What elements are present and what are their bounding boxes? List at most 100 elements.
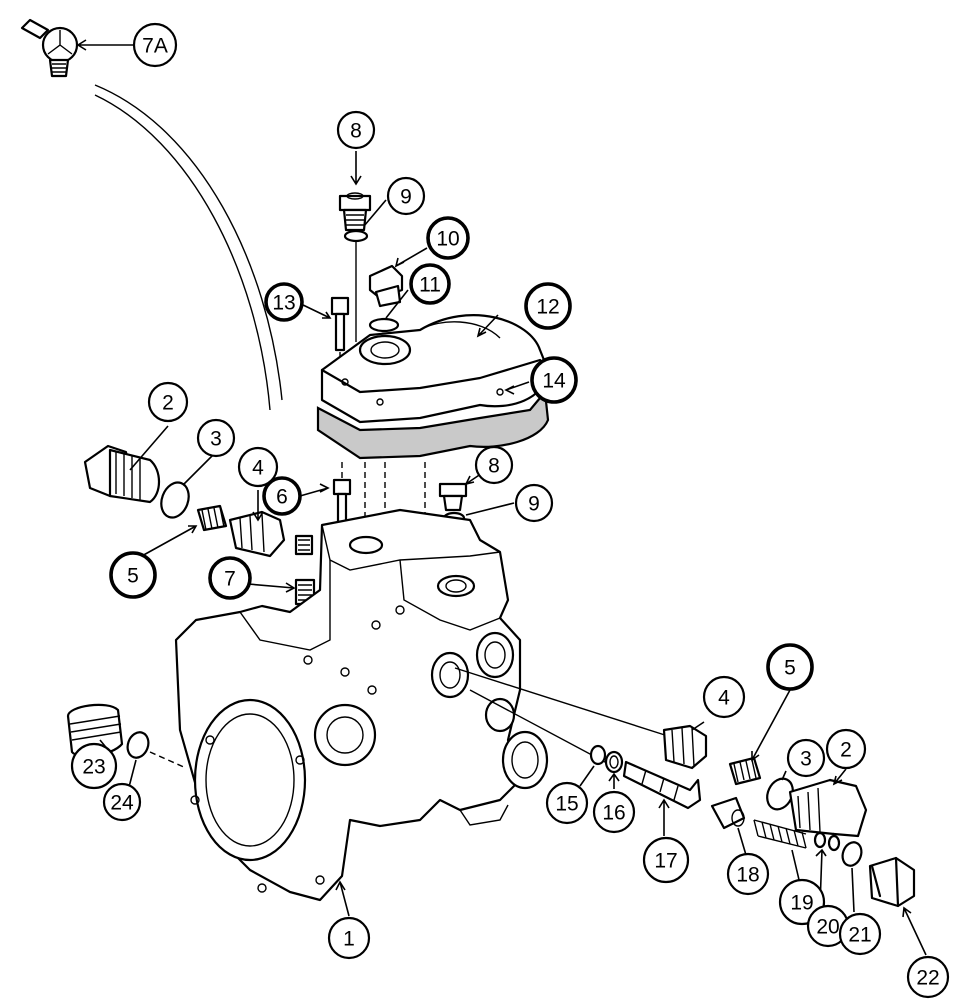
callout-label: 7: [224, 568, 236, 591]
callout-label: 5: [784, 657, 796, 680]
callout: 5: [766, 643, 814, 691]
callout-label: 1: [343, 928, 355, 951]
plug-8-top: [338, 192, 372, 232]
plug-2-left: [83, 444, 161, 504]
fitting-7a: [20, 18, 79, 78]
callout-circle: [237, 446, 279, 488]
leader-lines: [76, 39, 927, 956]
callout: 3: [786, 738, 826, 778]
callout-label: 4: [252, 457, 264, 480]
callout-circle: [196, 418, 236, 458]
callout-label: 18: [736, 864, 759, 887]
callout-label: 7A: [142, 35, 168, 58]
valve-4-right: [662, 724, 708, 770]
callout: 11: [409, 263, 451, 305]
callout-label: 2: [162, 392, 174, 415]
spool-17: [622, 760, 702, 810]
callout: 18: [726, 852, 770, 896]
callout-circle: [264, 282, 304, 322]
callout: 22: [906, 955, 950, 999]
callout: 17: [642, 836, 690, 884]
callout-label: 6: [276, 486, 288, 509]
plug-22: [868, 856, 916, 908]
callout: 2: [825, 728, 867, 770]
callout: 4: [702, 675, 746, 719]
valve-4-left: [228, 510, 286, 558]
callout: 8: [474, 445, 514, 485]
callout: 21: [838, 912, 882, 956]
callout-circle: [208, 556, 252, 600]
callout: 15: [545, 781, 589, 825]
plug-6-small: [294, 534, 314, 556]
callout-label: 20: [816, 916, 839, 939]
callout-label: 8: [350, 120, 362, 143]
callout-circle: [906, 955, 950, 999]
callout: 9: [386, 176, 426, 216]
callout: 1: [327, 916, 371, 960]
callout-circle: [726, 852, 770, 896]
callout-circle: [592, 790, 636, 834]
callout-label: 9: [400, 186, 412, 209]
oring-9-top: [343, 229, 369, 243]
callout-circle: [132, 22, 178, 68]
callout-circle: [766, 643, 814, 691]
callout-label: 9: [528, 493, 540, 516]
callout-circle: [545, 781, 589, 825]
callout: 16: [592, 790, 636, 834]
spring-5-right: [728, 756, 762, 786]
callout-label: 4: [718, 687, 730, 710]
spring-5-left: [196, 504, 228, 532]
housing-1: [174, 508, 549, 902]
callout-circle: [825, 728, 867, 770]
callout-circle: [70, 742, 118, 790]
callout-circle: [147, 381, 189, 423]
callout-label: 23: [82, 756, 105, 779]
callout: 8: [336, 110, 376, 150]
callout-circle: [102, 782, 142, 822]
callout: 13: [264, 282, 304, 322]
callout-label: 11: [419, 274, 441, 297]
callout-circle: [386, 176, 426, 216]
callout-label: 22: [916, 967, 939, 990]
callout-label: 15: [555, 793, 578, 816]
parts-drawing: [20, 18, 916, 908]
hose-line: [94, 94, 271, 411]
callout-label: 13: [272, 292, 295, 315]
callout-circle: [838, 912, 882, 956]
cover-12: [320, 314, 550, 424]
callout: 7: [208, 556, 252, 600]
callout-label: 3: [210, 428, 222, 451]
oring-21: [841, 841, 863, 867]
callout-label: 17: [654, 850, 677, 873]
plug-2-right: [788, 778, 868, 838]
callout-circle: [262, 476, 302, 516]
callout-label: 12: [536, 296, 559, 319]
callout-label: 2: [840, 739, 852, 762]
callout-circle: [409, 263, 451, 305]
callout: 5: [109, 551, 157, 599]
callout-circle: [786, 738, 826, 778]
bolt-13: [330, 296, 350, 372]
callout-label: 24: [110, 792, 134, 815]
callout-label: 5: [127, 565, 139, 588]
callout: 4: [237, 446, 279, 488]
callout-label: 10: [436, 228, 459, 251]
callout-circle: [514, 483, 554, 523]
ring-16: [604, 750, 624, 774]
callout-label: 19: [790, 892, 813, 915]
callout: 20: [806, 904, 850, 948]
callout: 12: [524, 282, 572, 330]
gasket-14: [316, 389, 550, 460]
callout-circle: [336, 110, 376, 150]
callout-circle: [524, 282, 572, 330]
piston-18: [710, 796, 746, 830]
callout-circle: [642, 836, 690, 884]
oring-3-left: [160, 481, 190, 519]
ring-20b: [827, 834, 841, 852]
callout-label: 8: [488, 455, 500, 478]
plug-10: [368, 264, 404, 308]
oring-11: [368, 317, 400, 333]
callout-label: 16: [602, 802, 625, 825]
ring-20a: [813, 831, 827, 849]
